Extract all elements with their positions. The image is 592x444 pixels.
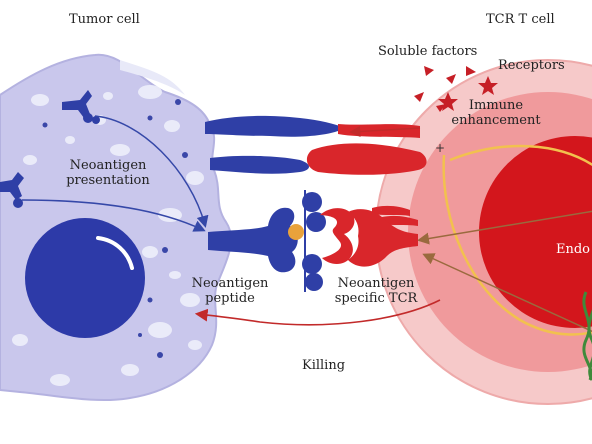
tumor-cytoplasm-granules [42, 99, 188, 358]
receptor-star-1 [478, 76, 498, 95]
presentation-arrow-left [21, 199, 206, 232]
label-peptide-line1: Neoantigen [191, 276, 269, 291]
tumor-inner-organelle [120, 60, 185, 95]
tumor-surface-molecule-1 [205, 115, 345, 137]
tcell-surface-molecule-2 [306, 143, 427, 175]
label-immune-line2: enhancement [451, 113, 541, 128]
plus-sign: + [435, 141, 445, 155]
neoantigen-peptide [288, 224, 304, 240]
killing-arrow [194, 299, 441, 326]
presentation-arrow-top [94, 115, 209, 228]
label-peptide-line2: peptide [205, 291, 255, 306]
label-presentation-line2: presentation [66, 173, 150, 188]
dna-strand [582, 291, 592, 381]
label-endo: Endo [556, 242, 591, 257]
mhc-molecule [208, 207, 298, 273]
receptor-star-2 [438, 92, 458, 111]
label-neoantigen-presentation: Neoantigen presentation [58, 158, 158, 188]
t-cell-nucleus [479, 136, 592, 328]
tumor-nucleus-highlight [96, 236, 134, 270]
intracellular-mhc-top [62, 90, 100, 124]
tumor-cytoplasm-vesicles [12, 85, 204, 386]
signal-arrow-brown-2 [422, 253, 592, 333]
label-presentation-line1: Neoantigen [69, 158, 147, 173]
label-killing: Killing [302, 358, 346, 373]
tumor-nucleus [25, 218, 145, 338]
signal-arrow-brown-1 [417, 210, 592, 245]
label-soluble-factors: Soluble factors [378, 44, 478, 59]
tcell-coreceptor-1 [372, 205, 410, 216]
label-neoantigen-peptide: Neoantigen peptide [182, 276, 278, 306]
neoantigen-specific-tcr [320, 208, 418, 267]
enhancement-arrow [349, 125, 421, 138]
mhc-domains [302, 192, 326, 291]
label-tcr-t-cell: TCR T cell [486, 12, 555, 27]
label-tumor-cell: Tumor cell [69, 12, 140, 27]
label-immune-enhancement: Immune enhancement [440, 98, 552, 128]
signal-path-yellow-inner [449, 144, 592, 167]
label-immune-line1: Immune [468, 98, 524, 113]
label-tcr-line1: Neoantigen [337, 276, 415, 291]
label-receptors: Receptors [498, 58, 565, 73]
label-neoantigen-specific-tcr: Neoantigen specific TCR [324, 276, 428, 306]
intracellular-mhc-left [0, 172, 24, 208]
signal-path-yellow-outer [442, 154, 592, 336]
label-tcr-line2: specific TCR [334, 291, 418, 306]
tumor-surface-molecule-2 [210, 155, 309, 174]
